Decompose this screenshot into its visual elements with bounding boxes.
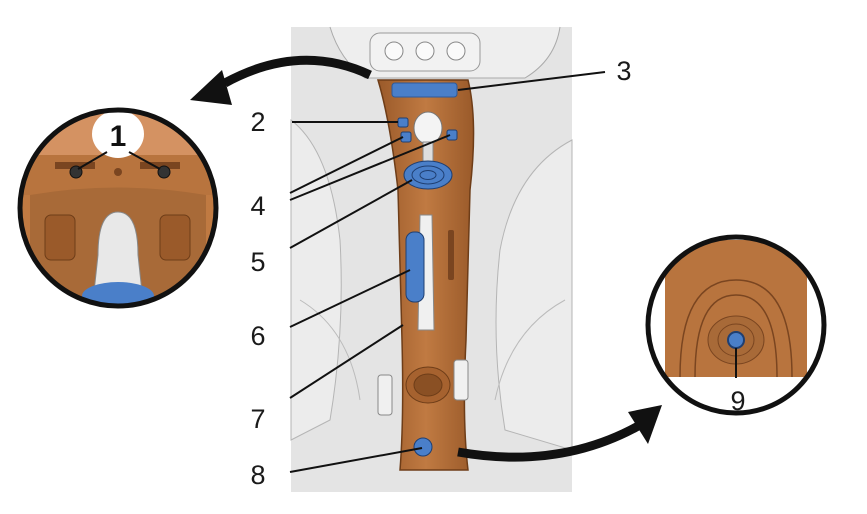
detail-rear-socket xyxy=(727,331,745,349)
arrow-head-right xyxy=(628,405,662,444)
callout-4: 4 xyxy=(250,191,265,221)
rear-socket xyxy=(413,437,433,457)
arrow-to-left-detail xyxy=(222,55,372,87)
callout-3: 3 xyxy=(616,56,631,86)
arrow-head-left xyxy=(190,70,232,105)
left-seatbelt-buckle xyxy=(377,374,393,416)
storage-tray xyxy=(391,82,458,98)
dashboard-vents xyxy=(369,32,481,72)
callout-5: 5 xyxy=(250,247,265,277)
callout-7: 7 xyxy=(250,404,265,434)
roof-switch-right xyxy=(157,165,171,179)
detail-circle-rear-socket: 9 xyxy=(645,234,827,416)
gear-boot xyxy=(403,160,453,190)
parking-brake-lever xyxy=(405,214,435,331)
callout-1: 1 xyxy=(110,120,127,153)
detail-circle-roof-switches: 1 xyxy=(17,107,219,309)
main-interior-view xyxy=(290,26,573,492)
callout-6: 6 xyxy=(250,321,265,351)
leader-lines xyxy=(289,71,606,473)
callout-9: 9 xyxy=(730,386,745,416)
callout-8: 8 xyxy=(250,460,265,490)
callout-2: 2 xyxy=(250,107,265,137)
switch-top xyxy=(397,117,409,128)
parking-brake-grip xyxy=(405,231,425,303)
right-seatbelt-buckle xyxy=(453,359,469,401)
gear-lever xyxy=(413,111,443,165)
arrow-to-right-detail xyxy=(457,421,643,462)
rear-cupholders xyxy=(405,366,451,404)
switch-right xyxy=(446,129,458,141)
